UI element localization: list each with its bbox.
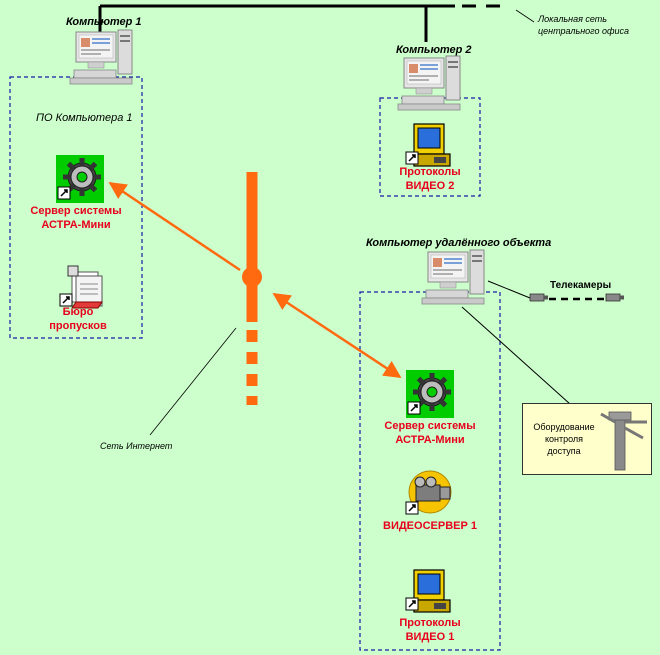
- server1-gear-icon: [56, 155, 104, 203]
- server1-label-line2: АСТРА-Мини: [41, 219, 111, 231]
- protocols1-icon: [405, 569, 451, 613]
- cameras-label: Телекамеры: [550, 280, 612, 291]
- protocols2-label-line1: Протоколы: [399, 166, 461, 178]
- lan-label-leader: [515, 9, 535, 23]
- server2-label-line1: Сервер системы: [384, 420, 476, 432]
- equipment-link-line: [461, 306, 571, 405]
- bureau-icon: [59, 265, 103, 309]
- computer2-title: Компьютер 2: [396, 44, 472, 56]
- access-equipment-line2: контроля: [544, 434, 584, 444]
- videoserver-icon: [405, 470, 452, 515]
- server1-label: Сервер системы АСТРА-Мини: [24, 204, 128, 232]
- bureau-label: Бюро пропусков: [30, 305, 126, 333]
- internet-node: [242, 267, 262, 287]
- lan-label: Локальная сеть центрального офиса: [538, 13, 629, 37]
- videoserver-label: ВИДЕОСЕРВЕР 1: [376, 519, 484, 533]
- protocols2-label-line2: ВИДЕО 2: [405, 180, 455, 192]
- videoserver-label-line1: ВИДЕОСЕРВЕР 1: [383, 520, 477, 532]
- server2-gear-icon: [406, 370, 454, 418]
- link-internet-server2: [272, 292, 402, 379]
- server2-label: Сервер системы АСТРА-Мини: [376, 419, 484, 447]
- access-equipment-box: Оборудование контроля доступа: [522, 403, 652, 475]
- camera-1-icon: [529, 293, 549, 302]
- lan-label-line1: Локальная сеть: [538, 14, 608, 24]
- remote-computer-icon: [421, 249, 485, 305]
- camera-link-line: [487, 280, 531, 299]
- access-equipment-label: Оборудование контроля доступа: [529, 421, 599, 457]
- remote-computer-title: Компьютер удалённого объекта: [366, 237, 552, 249]
- computer1-software-label: ПО Компьютера 1: [36, 112, 133, 124]
- protocols1-label-line1: Протоколы: [399, 617, 461, 629]
- access-equipment-line3: доступа: [547, 446, 581, 456]
- server1-label-line1: Сервер системы: [30, 205, 122, 217]
- protocols1-label-line2: ВИДЕО 1: [405, 631, 455, 643]
- access-equipment-line1: Оборудование: [533, 422, 595, 432]
- turnstile-icon: [600, 411, 647, 471]
- protocols1-label: Протоколы ВИДЕО 1: [376, 616, 484, 644]
- internet-label: Сеть Интернет: [100, 441, 173, 451]
- link-server1-internet: [108, 181, 241, 272]
- lan-label-line2: центрального офиса: [538, 26, 630, 36]
- protocols2-icon: [405, 123, 451, 167]
- computer1-title: Компьютер 1: [66, 16, 142, 28]
- protocols2-label: Протоколы ВИДЕО 2: [380, 165, 480, 193]
- camera-2-icon: [605, 293, 625, 302]
- computer1-icon: [69, 29, 133, 85]
- server2-label-line2: АСТРА-Мини: [395, 434, 465, 446]
- bureau-label-line2: пропусков: [49, 320, 107, 332]
- internet-label-leader: [149, 327, 237, 436]
- bureau-label-line1: Бюро: [62, 306, 94, 318]
- computer2-icon: [397, 55, 461, 111]
